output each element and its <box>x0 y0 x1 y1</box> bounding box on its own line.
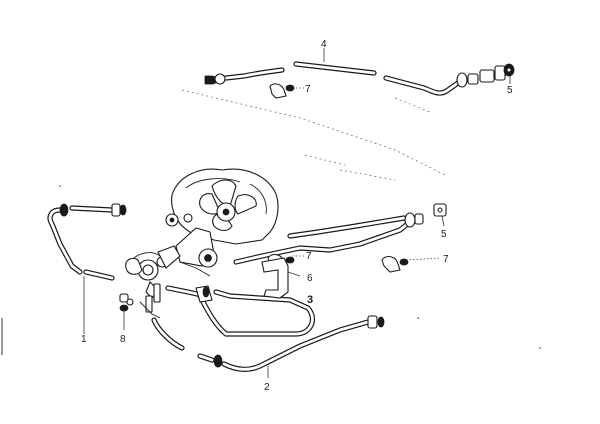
callout-7-mid: 7 <box>306 251 312 262</box>
clamp-right <box>381 255 409 273</box>
hose-part-2 <box>151 315 385 372</box>
callout-6: 6 <box>307 273 313 284</box>
callout-3: 3 <box>307 294 313 306</box>
hose-part-1 <box>47 203 127 281</box>
pump-housing <box>125 168 279 299</box>
callout-7-top: 7 <box>305 84 311 95</box>
callout-2: 2 <box>264 382 270 393</box>
callout-7-right: 7 <box>443 254 449 265</box>
leader-lines <box>83 48 511 378</box>
small-fittings <box>119 283 161 319</box>
fitting-5-right <box>433 203 447 217</box>
speck-marks <box>59 185 541 349</box>
upper-right-fitting <box>456 63 515 88</box>
hose-right <box>233 212 424 265</box>
bracket-6 <box>261 257 289 299</box>
guide-lines <box>181 89 446 181</box>
callouts: 4 7 5 1 8 2 3 6 7 5 7 <box>81 39 513 393</box>
callout-4: 4 <box>321 39 327 50</box>
upper-hose <box>223 61 465 96</box>
callout-1: 1 <box>81 334 87 345</box>
callout-8: 8 <box>120 334 126 345</box>
pipe-part-3 <box>165 285 315 337</box>
upper-left-fitting <box>204 73 226 85</box>
clamp-top <box>269 83 295 99</box>
callout-5-right: 5 <box>441 229 447 240</box>
callout-5-top: 5 <box>507 85 513 96</box>
